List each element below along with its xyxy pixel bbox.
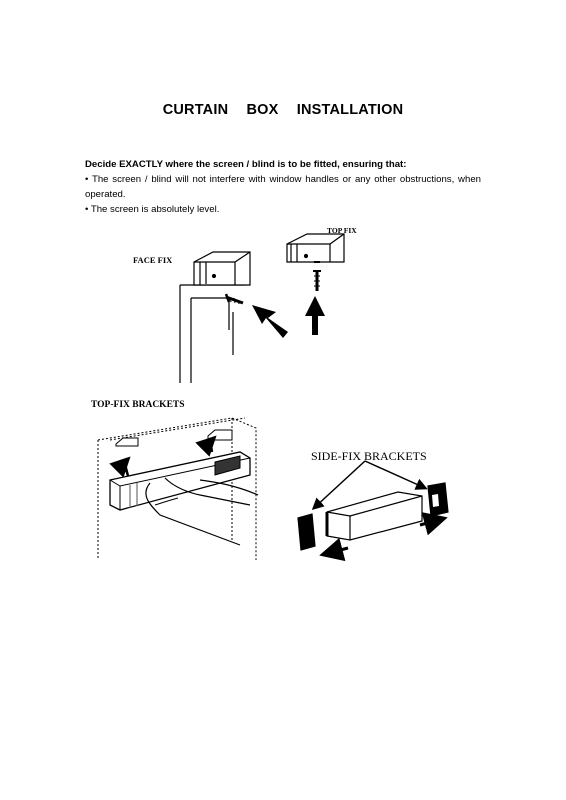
arrow-icon — [252, 305, 288, 338]
screw-icon — [313, 270, 321, 291]
face-fix-illustration: FACE FIX — [133, 251, 288, 383]
top-fix-brackets-illustration: TOP-FIX BRACKETS — [91, 400, 259, 560]
instructions: Decide EXACTLY where the screen / blind … — [85, 157, 481, 217]
page-title: CURTAIN BOX INSTALLATION — [162, 102, 404, 118]
side-fix-brackets-illustration: SIDE-FIX BRACKETS — [297, 449, 449, 562]
instruction-bullet-1: • The screen / blind will not interfere … — [85, 174, 481, 200]
side-fix-brackets-label: SIDE-FIX BRACKETS — [311, 449, 427, 463]
instruction-bullet-2: • The screen is absolutely level. — [85, 204, 220, 215]
face-fix-label: FACE FIX — [133, 255, 173, 265]
top-fix-brackets-label: TOP-FIX BRACKETS — [91, 400, 185, 410]
instructions-lead: Decide EXACTLY where the screen / blind … — [85, 159, 407, 170]
top-fix-illustration: TOP FIX — [286, 226, 357, 335]
top-fix-label: TOP FIX — [327, 226, 357, 235]
arrow-icon — [305, 296, 325, 335]
screw-icon — [224, 293, 244, 305]
